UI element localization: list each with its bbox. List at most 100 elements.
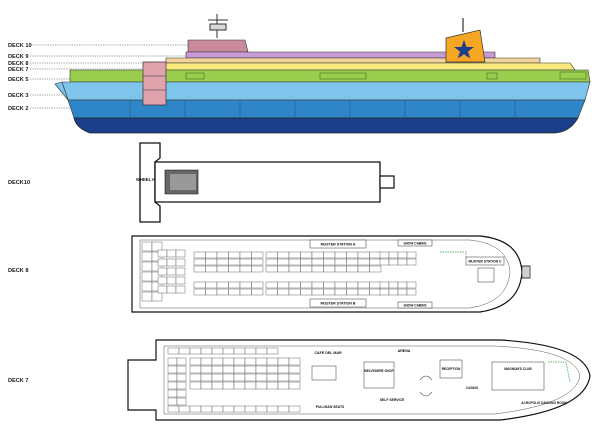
cabin xyxy=(193,258,206,266)
deck-9-label: DECK 9 xyxy=(8,54,29,60)
cabin xyxy=(176,365,187,374)
deck-5-label: DECK 5 xyxy=(8,77,29,83)
casino-label: CASINO xyxy=(466,386,479,390)
cabin xyxy=(141,281,153,292)
cabin xyxy=(193,281,206,289)
cabin xyxy=(189,373,202,382)
cabin xyxy=(175,276,186,285)
cabin xyxy=(346,265,359,273)
cabin xyxy=(357,265,370,273)
cabin xyxy=(211,405,224,413)
cabin xyxy=(166,285,177,294)
cabin xyxy=(388,288,399,296)
cabin xyxy=(157,267,168,276)
cabin xyxy=(265,251,278,259)
cabin xyxy=(406,251,417,259)
cabin xyxy=(265,258,278,266)
ship-profile: DECK 10 DECK 9 DECK 8 DECK 7 DECK 5 DECK… xyxy=(8,14,591,134)
wheelhouse-label: WHEEL HOUSE xyxy=(136,177,167,182)
cabin xyxy=(189,381,202,390)
cabin xyxy=(334,258,347,266)
cabin xyxy=(288,251,301,259)
cabin xyxy=(288,288,301,296)
cabin xyxy=(178,405,191,413)
cabin xyxy=(311,265,324,273)
cabin xyxy=(211,357,224,366)
deck-10-label: DECK 10 xyxy=(8,43,32,49)
cabin xyxy=(288,357,301,366)
cabin xyxy=(388,258,399,266)
cabin xyxy=(141,251,153,262)
cabin xyxy=(357,281,370,289)
cabin xyxy=(216,258,229,266)
deck-7-escape-route xyxy=(548,361,571,383)
cabin xyxy=(193,251,206,259)
cabin xyxy=(266,365,279,374)
deck-10-plan: DECK10 WHEEL HOUSE xyxy=(8,142,395,223)
cabin xyxy=(300,281,313,289)
deck-3-band xyxy=(61,81,591,101)
cabin xyxy=(244,381,257,390)
cabin xyxy=(406,281,417,289)
cabin xyxy=(288,373,301,382)
cabin xyxy=(222,373,235,382)
cabin xyxy=(157,258,168,267)
cabin xyxy=(176,381,187,390)
cabin xyxy=(369,265,382,273)
deck-10-aft-tip xyxy=(379,175,395,189)
cabin xyxy=(288,281,301,289)
cabin xyxy=(151,261,163,272)
cabin xyxy=(251,258,264,266)
cabin xyxy=(193,288,206,296)
cabin xyxy=(228,281,241,289)
pullman-seats-label: PULLMAN SEATS xyxy=(316,405,345,409)
cabin xyxy=(251,288,264,296)
cabin xyxy=(288,381,301,390)
deck-7-cabins xyxy=(167,347,301,413)
cabin xyxy=(141,261,153,272)
cabin xyxy=(189,357,202,366)
cabin xyxy=(323,281,336,289)
profile-windows xyxy=(185,71,587,80)
deck-3-label: DECK 3 xyxy=(8,93,29,99)
cabin xyxy=(379,251,390,259)
cabin xyxy=(323,288,336,296)
cabin xyxy=(176,357,187,366)
cabin xyxy=(346,288,359,296)
cabin xyxy=(379,258,390,266)
cabin xyxy=(233,373,246,382)
cabin xyxy=(176,397,187,406)
cabin xyxy=(288,365,301,374)
cafe-del-mar-label: CAFE DEL MAR xyxy=(314,351,341,355)
cabin xyxy=(397,288,408,296)
cabin xyxy=(300,288,313,296)
cabin xyxy=(255,365,268,374)
cabin xyxy=(167,347,180,355)
profile-deck-labels: DECK 10 DECK 9 DECK 8 DECK 7 DECK 5 DECK… xyxy=(8,43,32,112)
cabin xyxy=(397,258,408,266)
cabin xyxy=(406,288,417,296)
cabin xyxy=(265,288,278,296)
cabin xyxy=(167,389,178,398)
hull-bottom xyxy=(73,117,579,134)
cabin xyxy=(151,241,163,252)
cabin xyxy=(266,373,279,382)
cabin xyxy=(200,381,213,390)
cabin xyxy=(406,258,417,266)
cabin xyxy=(175,258,186,267)
cabin xyxy=(239,288,252,296)
cabin xyxy=(288,405,301,413)
cabin xyxy=(397,251,408,259)
cabin xyxy=(200,347,213,355)
cabin xyxy=(388,281,399,289)
cabin xyxy=(200,365,213,374)
cabin xyxy=(255,381,268,390)
cabin xyxy=(244,373,257,382)
cabin xyxy=(233,347,246,355)
cabin xyxy=(222,405,235,413)
profile-leader-lines xyxy=(30,44,188,109)
cabin xyxy=(167,381,178,390)
cabin xyxy=(211,373,224,382)
cabin xyxy=(167,357,178,366)
cabin xyxy=(228,265,241,273)
